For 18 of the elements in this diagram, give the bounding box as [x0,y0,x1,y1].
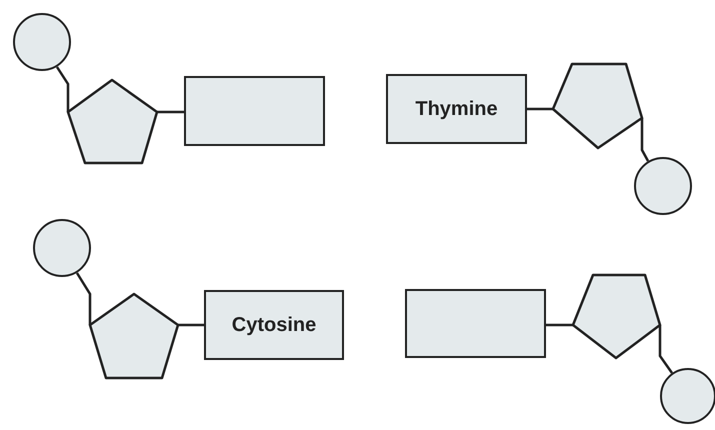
connector-line [640,118,650,162]
pentagon [553,64,642,148]
pentagon [68,80,157,163]
connector-line [527,108,553,110]
base-label: Cytosine [232,313,316,338]
pentagon [90,294,178,378]
connector-line [658,325,674,374]
connector-line [56,66,70,112]
rectangle [405,289,546,358]
pentagon [573,275,660,358]
connector-line [157,110,184,114]
connector-line [546,324,573,326]
rectangle [184,76,325,146]
base-label: Thymine [415,97,498,122]
base-box [204,290,344,360]
connector-line [178,324,204,326]
base-box [386,74,527,144]
connector-line [76,272,92,325]
